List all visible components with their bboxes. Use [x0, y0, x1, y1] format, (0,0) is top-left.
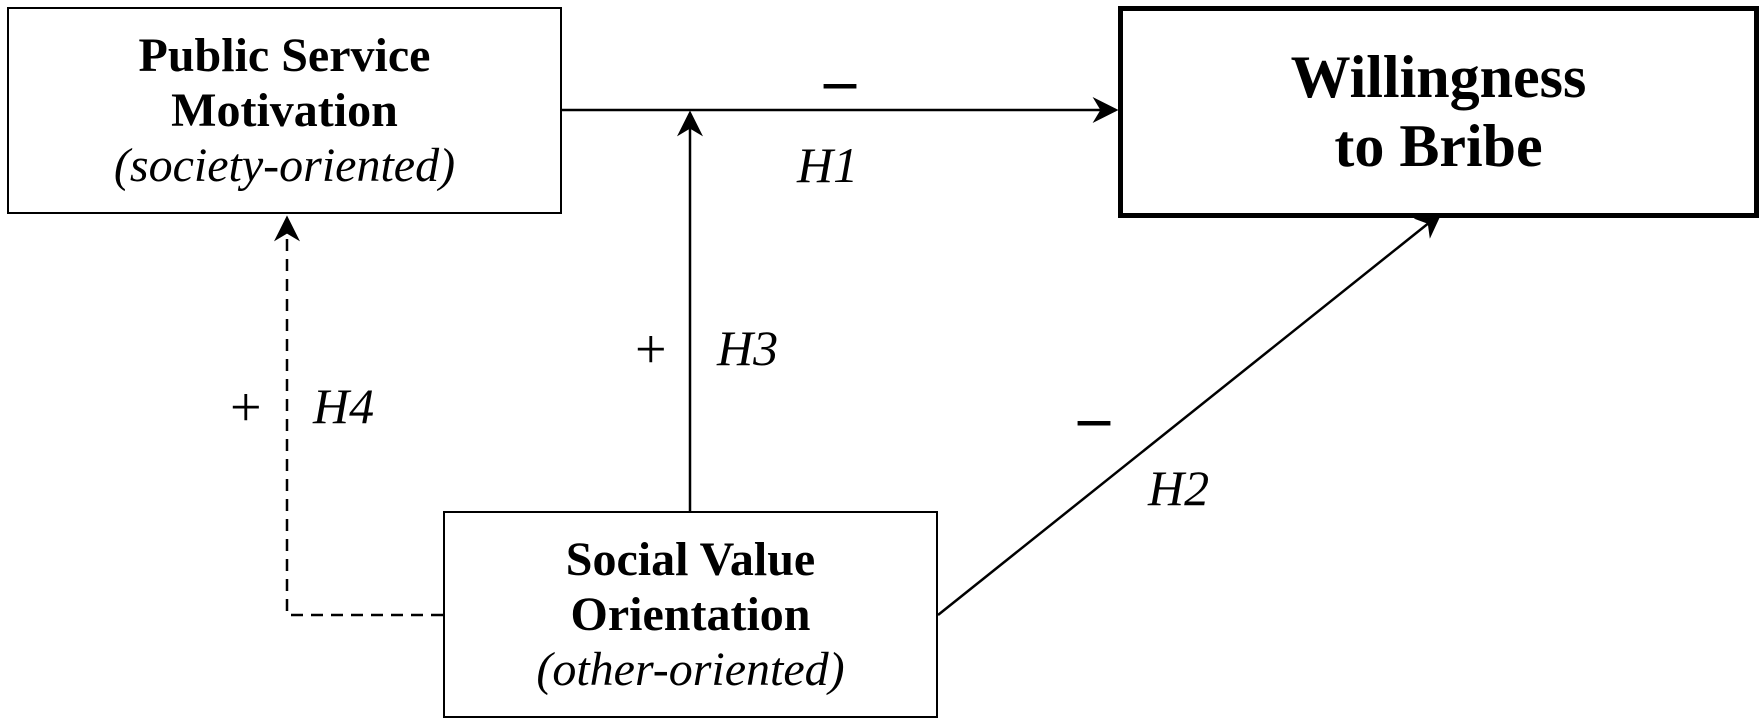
- node-svo-line3: (other-oriented): [536, 643, 845, 697]
- edge-h1-label: H1: [797, 137, 859, 193]
- node-svo-line1: Social Value: [565, 532, 816, 586]
- node-public-service-motivation: Public Service Motivation (society-orien…: [7, 7, 562, 214]
- edge-h1-sign: –: [824, 44, 856, 115]
- edge-h3-sign: +: [635, 319, 667, 381]
- node-psm-line3: (society-oriented): [113, 139, 456, 193]
- node-svo-line2: Orientation: [570, 587, 811, 641]
- edge-h4-sign: +: [230, 377, 262, 439]
- node-wtb-line1: Willingness: [1290, 44, 1587, 110]
- node-willingness-to-bribe: Willingness to Bribe: [1118, 6, 1759, 218]
- node-social-value-orientation: Social Value Orientation (other-oriented…: [443, 511, 938, 718]
- edge-h2-label: H2: [1148, 460, 1210, 516]
- arrow-h2: [937, 212, 1443, 616]
- arrow-h4: [274, 215, 443, 617]
- node-psm-line2: Motivation: [171, 83, 398, 137]
- edge-h2-sign: –: [1078, 381, 1110, 452]
- node-psm-line1: Public Service: [138, 28, 431, 82]
- node-wtb-line2: to Bribe: [1334, 113, 1543, 179]
- edge-h3-label: H3: [717, 320, 779, 376]
- edge-h4-label: H4: [313, 378, 375, 434]
